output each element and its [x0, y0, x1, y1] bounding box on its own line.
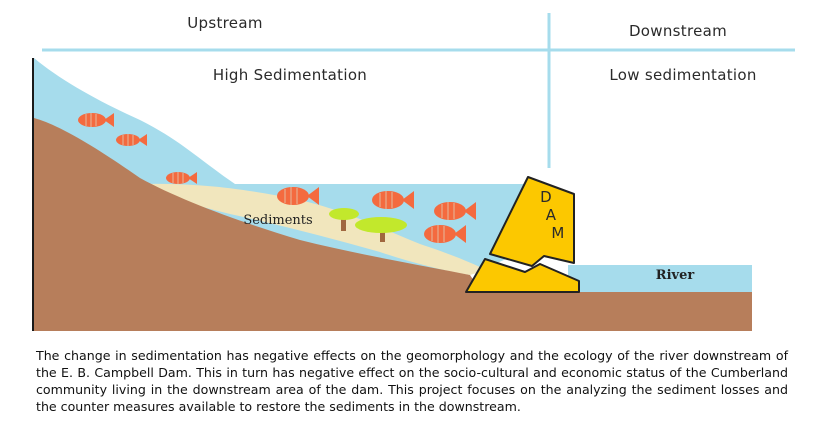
dam-lower [465, 258, 580, 293]
sediments-label: Sediments [243, 213, 312, 228]
fish-icon [116, 134, 147, 146]
upstream-label: Upstream [187, 14, 262, 32]
caption-paragraph: The change in sedimentation has negative… [36, 348, 788, 414]
river-label: River [656, 268, 695, 283]
sediment-layer [140, 183, 486, 275]
fish-icon [166, 172, 197, 184]
high-sedimentation-label: High Sedimentation [213, 66, 367, 84]
tree-icon [355, 217, 407, 242]
tree-icon [329, 208, 359, 231]
low-sedimentation-label: Low sedimentation [609, 66, 756, 84]
river-water [568, 265, 752, 292]
dam-letter-m: M [551, 224, 564, 242]
sedimentation-diagram: Upstream Downstream High Sedimentation L… [32, 13, 795, 331]
fish-icon [372, 191, 414, 209]
fish-icon [424, 225, 466, 243]
ground-earth [34, 118, 752, 331]
dam-letter-d: D [540, 188, 552, 206]
fish-icon [78, 113, 114, 127]
downstream-label: Downstream [629, 22, 727, 40]
dam-upper [489, 176, 575, 267]
fish-icon [277, 187, 319, 205]
fish-icon [434, 202, 476, 220]
dam-letter-a: A [546, 206, 557, 224]
